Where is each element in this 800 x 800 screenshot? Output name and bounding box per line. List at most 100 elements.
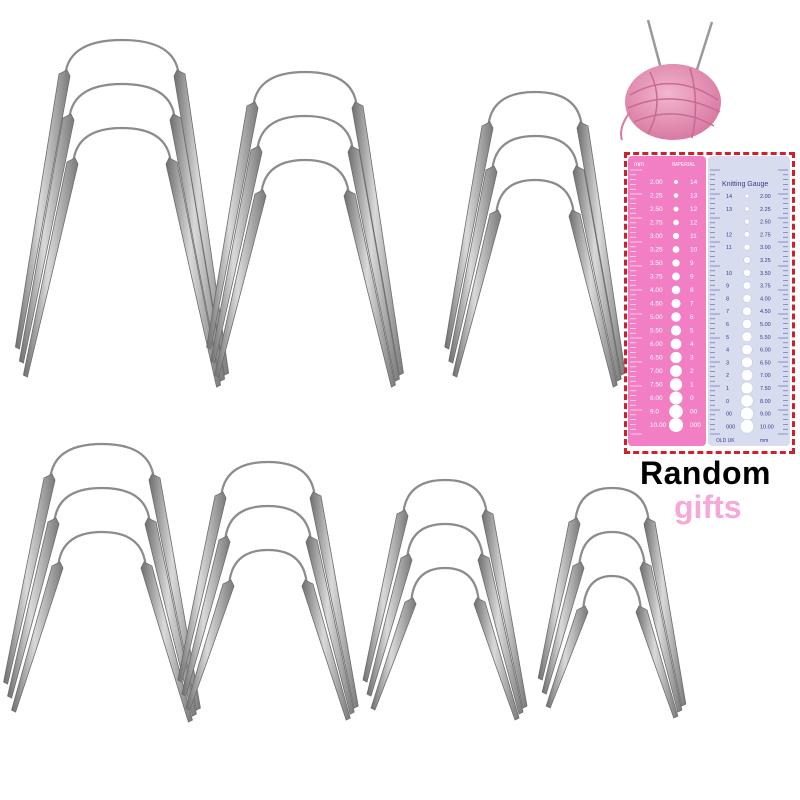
clear-gauge-mm: 9.00 bbox=[760, 412, 771, 418]
clear-gauge-uk: 7 bbox=[726, 309, 729, 315]
clear-gauge-uk: 4 bbox=[726, 348, 729, 354]
clear-gauge-mm: 7.00 bbox=[760, 373, 771, 379]
needle-tip-right bbox=[568, 209, 618, 388]
clear-gauge-title: Knitting Gauge bbox=[722, 181, 768, 188]
pink-gauge-mm: 3.25 bbox=[650, 247, 663, 254]
needle-tip-right bbox=[309, 491, 359, 709]
pink-gauge-mm: 2.75 bbox=[650, 220, 663, 227]
gauge-hole bbox=[743, 231, 751, 238]
needle-tip-left bbox=[448, 165, 498, 364]
gauge-hole bbox=[742, 306, 752, 316]
clear-gauge-mm: 2.75 bbox=[760, 232, 771, 238]
clear-gauge-mm: 2.00 bbox=[760, 194, 771, 200]
gauge-hole bbox=[673, 206, 679, 212]
needle-set-3 bbox=[444, 90, 626, 388]
pink-gauge-us: 8 bbox=[690, 287, 694, 294]
gauge-hole bbox=[671, 298, 681, 309]
gift-title-line1: Random bbox=[640, 455, 771, 491]
pink-gauge-us: 4 bbox=[690, 341, 694, 348]
pink-gauge-us: 6 bbox=[690, 314, 694, 321]
gauge-hole bbox=[669, 404, 683, 419]
needle-tip-right bbox=[576, 121, 626, 376]
pink-gauge-us: 2 bbox=[690, 368, 694, 375]
needle-cable bbox=[259, 158, 351, 201]
needle-tip-left bbox=[214, 189, 267, 378]
gauge-hole bbox=[672, 232, 680, 240]
gauge-hole bbox=[669, 391, 683, 405]
pink-gauge-us: 12 bbox=[690, 220, 698, 227]
needle-tip-right bbox=[473, 597, 520, 721]
clear-gauge-uk: 14 bbox=[726, 194, 732, 200]
pink-gauge-us: 3 bbox=[690, 355, 694, 362]
clear-gauge-mm: 2.25 bbox=[760, 207, 771, 213]
gauge-hole bbox=[743, 256, 751, 264]
pink-gauge-mm: 5.50 bbox=[650, 328, 663, 335]
gauge-hole bbox=[743, 243, 751, 251]
pink-gauge-mm: 4.00 bbox=[650, 287, 663, 294]
needle-tip-left bbox=[206, 101, 259, 350]
needle-tip-right bbox=[572, 165, 622, 382]
pink-gauge-mm: 3.50 bbox=[650, 260, 663, 267]
needle-tip-right bbox=[305, 535, 355, 715]
gauge-hole bbox=[740, 369, 754, 382]
gauge-hole bbox=[742, 319, 752, 329]
clear-gauge-mm: 3.00 bbox=[760, 245, 771, 251]
clear-gauge-uk: 2 bbox=[726, 373, 729, 379]
clear-gauge-mm: 4.50 bbox=[760, 309, 771, 315]
clear-gauge-uk: 11 bbox=[726, 245, 732, 251]
needle-tip-left bbox=[22, 157, 79, 378]
clear-gauge-mm: 6.50 bbox=[760, 360, 771, 366]
needle-tip-left bbox=[181, 535, 231, 697]
clear-gauge-mm: 3.50 bbox=[760, 271, 771, 277]
needle-tip-left bbox=[362, 509, 409, 683]
pink-gauge-mm: 4.50 bbox=[650, 301, 663, 308]
pink-gauge-mm: 8.00 bbox=[650, 395, 663, 402]
clear-gauge-mm: 5.50 bbox=[760, 335, 771, 341]
gauge-hole bbox=[741, 331, 753, 343]
gauge-hole bbox=[739, 419, 755, 434]
pink-gauge-mm: 2.25 bbox=[650, 193, 663, 200]
needle-cable bbox=[67, 82, 177, 125]
pink-gauge-mm: 6.00 bbox=[650, 341, 663, 348]
needle-cable bbox=[63, 38, 181, 81]
needle-tip-left bbox=[537, 517, 581, 681]
clear-gauge-mm: 3.25 bbox=[760, 258, 771, 264]
gauge-hole bbox=[741, 344, 753, 356]
needle-tip-right bbox=[643, 517, 687, 707]
clear-gauge-uk: 3 bbox=[726, 360, 729, 366]
needle-tip-left bbox=[210, 145, 263, 364]
clear-gauge-mm: 6.00 bbox=[760, 348, 771, 354]
gauge-hole bbox=[742, 281, 752, 290]
needle-tip-left bbox=[370, 597, 417, 711]
pink-gauge-us: 9 bbox=[690, 260, 694, 267]
needle-set-4 bbox=[3, 442, 201, 723]
pink-gauge-mm: 9.0 bbox=[650, 409, 659, 416]
needle-tip-left bbox=[541, 561, 585, 695]
gauge-hole bbox=[670, 365, 682, 377]
clear-gauge-uk: 12 bbox=[726, 232, 732, 238]
needle-cable bbox=[52, 486, 152, 529]
gauge-hole bbox=[668, 417, 684, 433]
needle-tip-left bbox=[366, 553, 413, 697]
needle-tip-right bbox=[635, 605, 679, 719]
needle-tip-right bbox=[343, 189, 396, 388]
needle-set-5 bbox=[177, 460, 359, 721]
needle-tip-left bbox=[444, 121, 494, 350]
gauge-hole bbox=[744, 193, 750, 199]
pink-gauge-us: 5 bbox=[690, 328, 694, 335]
pink-gauge-mm: 2.50 bbox=[650, 206, 663, 213]
pink-gauge-us: 14 bbox=[690, 179, 698, 186]
pink-gauge-mm: 6.50 bbox=[650, 355, 663, 362]
needle-tip-right bbox=[165, 157, 222, 388]
gauge-hole bbox=[672, 259, 680, 267]
pink-gauge-us: 1 bbox=[690, 382, 694, 389]
clear-gauge-uk: 8 bbox=[726, 296, 729, 302]
pink-gauge-mm: 3.00 bbox=[650, 233, 663, 240]
needle-cable bbox=[223, 504, 313, 547]
pink-gauge-us: 13 bbox=[690, 193, 698, 200]
needle-cable bbox=[219, 460, 317, 503]
gauge-hole bbox=[670, 325, 682, 336]
clear-gauge-mm: 4.00 bbox=[760, 296, 771, 302]
